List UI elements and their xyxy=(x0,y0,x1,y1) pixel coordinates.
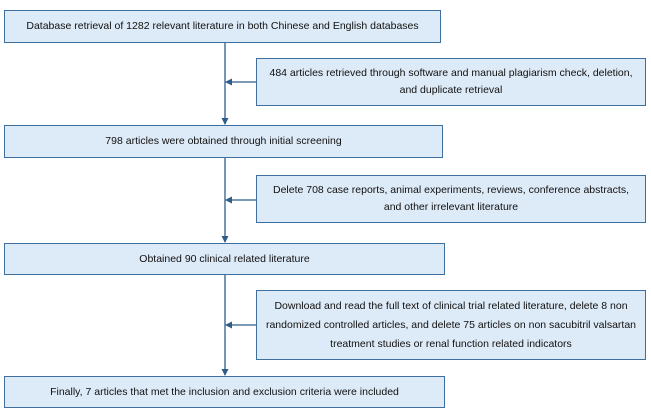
exclusion-text-2: Delete 708 case reports, animal experime… xyxy=(272,184,629,213)
step-text-4: Finally, 7 articles that met the inclusi… xyxy=(50,385,399,398)
exclusion-box-duplicates: 484 articles retrieved through software … xyxy=(256,58,646,106)
step-box-final-inclusion: Finally, 7 articles that met the inclusi… xyxy=(4,376,445,408)
exclusion-box-irrelevant: Delete 708 case reports, animal experime… xyxy=(256,175,646,223)
step-text-2: 798 articles were obtained through initi… xyxy=(105,135,342,147)
step-box-clinical-literature: Obtained 90 clinical related literature xyxy=(4,243,445,275)
step-text-3: Obtained 90 clinical related literature xyxy=(139,252,310,265)
exclusion-text-1: 484 articles retrieved through software … xyxy=(269,67,633,96)
exclusion-box-full-text-review: Download and read the full text of clini… xyxy=(256,290,646,360)
step-box-database-retrieval: Database retrieval of 1282 relevant lite… xyxy=(4,10,441,43)
step-text-1: Database retrieval of 1282 relevant lite… xyxy=(26,20,419,32)
exclusion-text-3: Download and read the full text of clini… xyxy=(265,299,637,350)
step-box-initial-screening: 798 articles were obtained through initi… xyxy=(4,125,443,158)
